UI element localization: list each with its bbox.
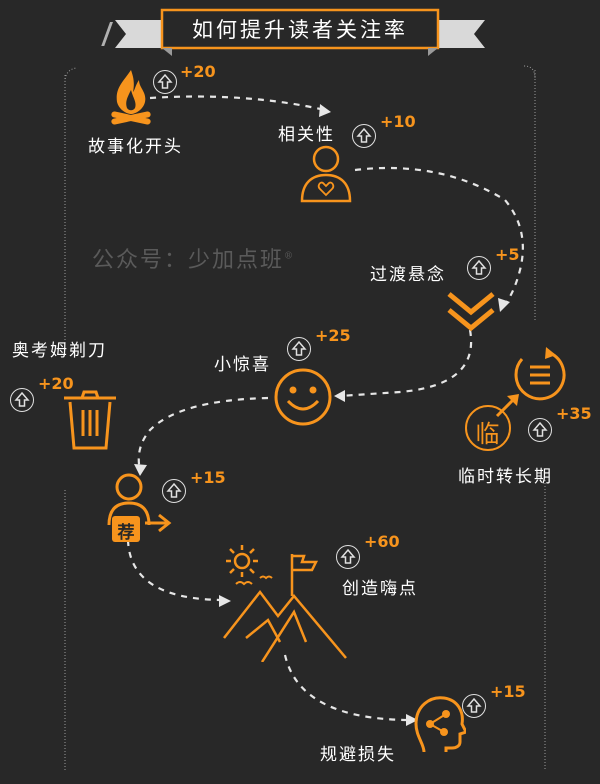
watermark-text: 公众号：少加点班 — [92, 248, 285, 273]
person-heart-icon — [300, 145, 352, 203]
lin-character-icon: 临 — [465, 405, 511, 451]
node-score: +15 — [190, 468, 226, 487]
node-label: 过渡悬念 — [370, 265, 446, 285]
page-title: 如何提升读者关注率 — [192, 18, 408, 42]
node-label: 相关性 — [278, 125, 335, 145]
node-label: 故事化开头 — [88, 137, 183, 157]
node-score: +25 — [315, 326, 351, 345]
node-label: 奥考姆剃刀 — [12, 341, 107, 361]
watermark: 公众号：少加点班® — [92, 242, 295, 274]
tag-character: 荐 — [117, 523, 135, 543]
title-banner — [101, 8, 485, 56]
mountain-flag-icon — [223, 554, 347, 662]
upgrade-badge-icon — [467, 256, 491, 280]
node-label: 规避损失 — [320, 745, 396, 765]
upgrade-badge-icon — [10, 388, 34, 412]
upgrade-badge-icon — [528, 418, 552, 442]
node-score: +5 — [495, 245, 520, 264]
upgrade-badge-icon — [162, 479, 186, 503]
registered-mark: ® — [284, 251, 296, 262]
sun-icon — [226, 545, 258, 577]
node-label: 创造嗨点 — [342, 579, 418, 599]
node-score: +20 — [38, 374, 74, 393]
upgrade-badge-icon — [336, 545, 360, 569]
node-score: +60 — [364, 532, 400, 551]
double-chevron-down-icon — [447, 292, 495, 332]
smiley-icon — [274, 368, 332, 426]
person-recommend-icon — [107, 473, 172, 533]
campfire-icon — [111, 70, 151, 125]
trash-bin-icon — [64, 390, 116, 450]
upgrade-badge-icon — [153, 70, 177, 94]
head-network-icon — [414, 696, 466, 752]
list-cycle-icon — [514, 347, 566, 401]
node-score: +20 — [180, 62, 216, 81]
node-label: 小惊喜 — [214, 355, 271, 375]
node-score: +35 — [556, 404, 592, 423]
node-label: 临时转长期 — [458, 467, 553, 487]
recommend-tag: 荐 — [112, 516, 140, 543]
node-score: +10 — [380, 112, 416, 131]
upgrade-badge-icon — [462, 694, 486, 718]
icon-character: 临 — [475, 420, 500, 448]
node-score: +15 — [490, 682, 526, 701]
upgrade-badge-icon — [352, 124, 376, 148]
upgrade-badge-icon — [287, 337, 311, 361]
